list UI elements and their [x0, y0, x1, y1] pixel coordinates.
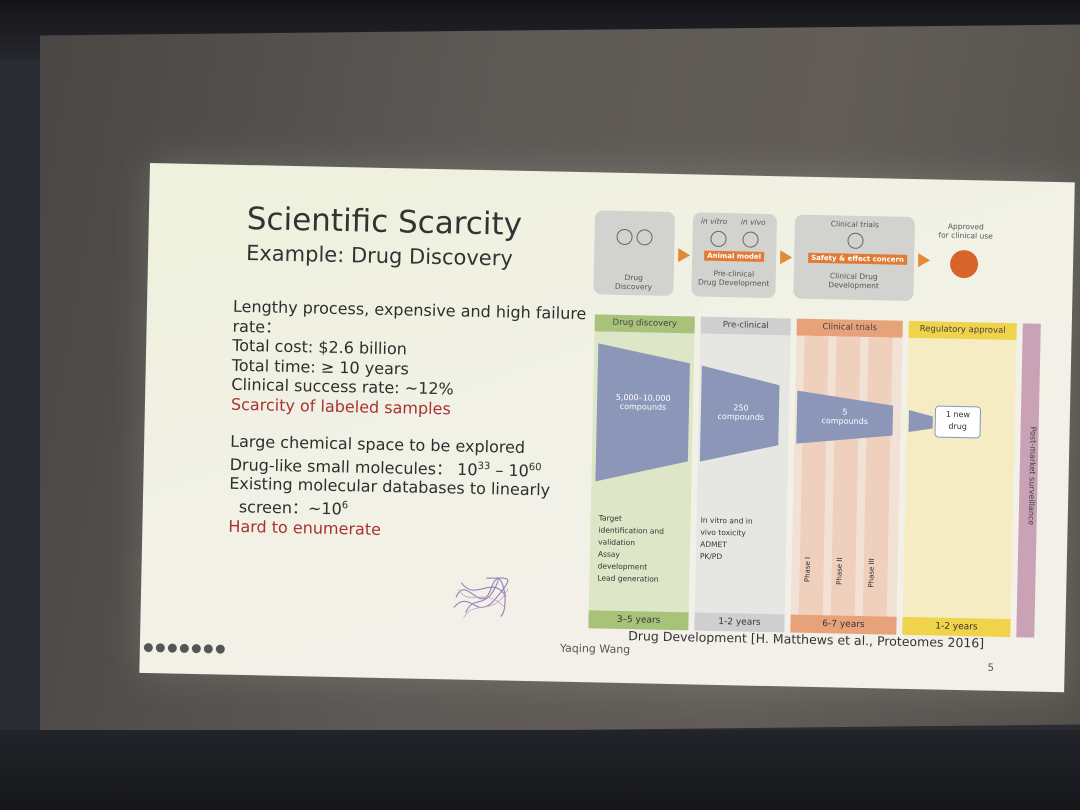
discovery-compounds: 5,000–10,000 compounds	[615, 392, 671, 412]
discovery-details: Target identification and validation Ass…	[597, 512, 664, 585]
molecule-icon	[636, 229, 653, 246]
druglike-base1: 10	[456, 459, 478, 479]
funnel-discovery	[595, 343, 690, 482]
drug-development-diagram: Drug Discovery in vitro in vivo Animal m…	[570, 172, 1060, 652]
approval-stamp-icon	[949, 249, 979, 279]
protein-structure-image	[453, 577, 509, 618]
slide-controls[interactable]	[143, 637, 228, 658]
arrow-right-icon	[678, 248, 691, 263]
approved-label: Approved for clinical use	[938, 221, 993, 241]
flask-icon	[710, 230, 727, 248]
molecule-icon	[616, 228, 633, 246]
years-discovery: 3–5 years	[588, 610, 689, 631]
phase-3-label: Phase III	[867, 558, 876, 588]
arrow-right-icon	[917, 253, 931, 268]
phase-2-label: Phase II	[835, 557, 844, 585]
slide-subtitle: Example: Drug Discovery	[245, 241, 514, 271]
detail-item: ADMET	[700, 539, 727, 550]
screen-exp: 6	[341, 499, 349, 512]
detail-item: vivo toxicity	[700, 527, 746, 538]
new-drug-box: 1 new drug	[934, 405, 982, 439]
flow-discovery-label: Drug Discovery	[614, 272, 653, 292]
years-regulatory: 1-2 years	[902, 616, 1011, 638]
clinical-compounds: 5 compounds	[821, 407, 869, 427]
clinical-trials-label: Clinical trials	[830, 219, 880, 230]
magnifier-icon	[847, 232, 864, 249]
animal-model-tag: Animal model	[704, 250, 765, 262]
safety-tag: Safety & effect concern	[808, 252, 908, 265]
mouse-icon	[742, 231, 759, 248]
druglike-exp2: 60	[528, 461, 542, 473]
stage-header-preclinical: Pre-clinical	[700, 316, 791, 336]
years-clinical: 6-7 years	[790, 614, 897, 635]
detail-item: Lead generation	[597, 573, 659, 584]
in-vitro-label: in vitro	[700, 216, 728, 227]
compound-funnel	[595, 343, 933, 482]
arrow-right-icon	[780, 250, 793, 265]
druglike-exp1: 33	[477, 460, 491, 472]
funnel-clinical	[796, 390, 894, 444]
author-name: Yaqing Wang	[559, 641, 631, 657]
room-floor	[0, 730, 1080, 810]
flow-clinical-label: Clinical Drug Development	[828, 271, 879, 291]
screen-prefix: screen：~10	[238, 497, 342, 519]
in-vivo-label: in vivo	[740, 217, 766, 227]
slide-title: Scientific Scarcity	[246, 201, 523, 243]
phase-1-label: Phase I	[803, 556, 812, 583]
flow-clinical-box: Clinical trials Safety & effect concern …	[793, 214, 916, 302]
funnel-regulatory	[908, 409, 933, 432]
druglike-dash: –	[495, 460, 509, 480]
page-number: 5	[987, 662, 995, 674]
years-preclinical: 1-2 years	[694, 612, 785, 633]
preclinical-compounds: 250 compounds	[717, 403, 765, 422]
stage-header-discovery: Drug discovery	[594, 314, 695, 334]
flow-preclinical-label: Pre-clinical Drug Development	[697, 268, 770, 288]
funnel-preclinical	[699, 365, 780, 462]
flow-preclinical-box: in vitro in vivo Animal model Pre-clinic…	[691, 212, 778, 299]
detail-item: PK/PD	[699, 551, 723, 562]
preclinical-details: In vitro and in vivo toxicity ADMET PK/P…	[700, 515, 753, 564]
slide-body: Lengthy process, expensive and high fail…	[228, 297, 593, 544]
presentation-slide: Scientific Scarcity Example: Drug Discov…	[139, 163, 1075, 693]
flow-discovery-box: Drug Discovery	[593, 210, 676, 296]
druglike-base2: 10	[508, 460, 530, 480]
detail-item: In vitro and in	[700, 515, 753, 526]
stage-header-clinical: Clinical trials	[796, 318, 903, 338]
